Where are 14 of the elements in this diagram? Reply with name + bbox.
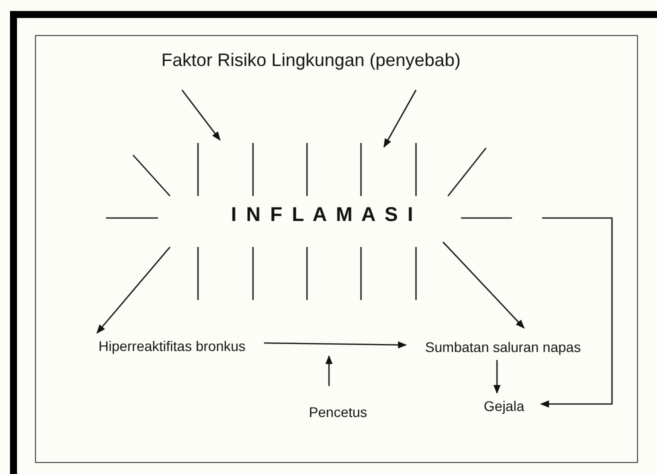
node-label: Gejala — [484, 398, 524, 414]
arrow — [325, 355, 333, 386]
arrow — [493, 360, 501, 394]
arrow — [96, 246, 170, 334]
center-label: I N F L A M A S I — [230, 204, 416, 227]
node-label: Hiperreaktifitas bronkus — [98, 338, 246, 354]
arrow — [181, 90, 221, 141]
node-label: Pencetus — [308, 404, 368, 420]
node-label: Sumbatan saluran napas — [425, 339, 581, 355]
arrow — [383, 90, 417, 148]
arrow — [540, 217, 613, 408]
arrow — [264, 341, 407, 349]
heading-text: Faktor Risiko Lingkungan (penyebab) — [161, 50, 461, 71]
arrow — [442, 242, 525, 329]
